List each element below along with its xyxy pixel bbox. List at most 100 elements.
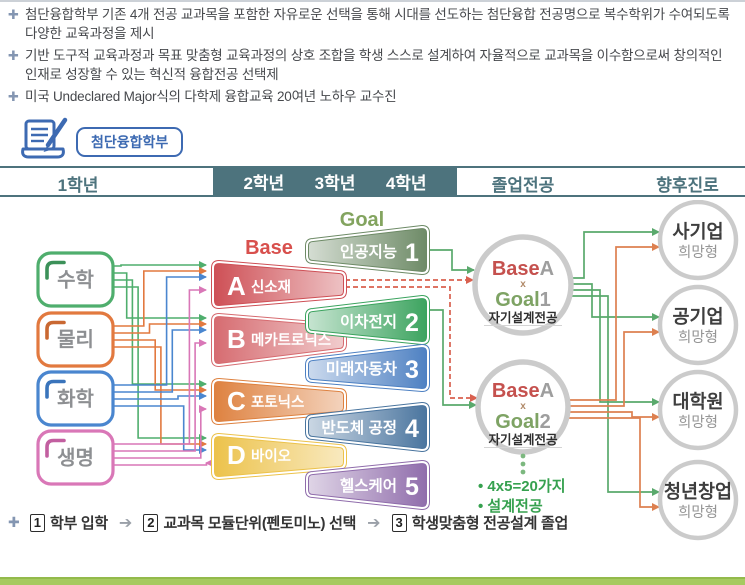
step-2-label: 교과목 모듈단위(펜토미노) 선택: [163, 515, 357, 532]
step-2-number: 2: [143, 513, 159, 532]
badge-label: 첨단융합학부: [76, 127, 184, 157]
outcome-gradschool-sub: 희망형: [678, 414, 718, 431]
subject-chemistry: 화학: [57, 388, 94, 411]
connector: [113, 261, 207, 269]
base-d-letter: D: [227, 440, 246, 470]
base-column-label: Base: [245, 237, 293, 259]
connector: [569, 295, 660, 496]
goal-1-num: 1: [405, 239, 419, 267]
ellipsis-dot: [520, 469, 526, 475]
intro-text: 기반 도구적 교육과정과 목표 맞춤형 교육과정의 상호 조합을 학생 스스로 …: [25, 48, 723, 82]
subject-physics: 물리: [57, 328, 94, 351]
connector: [113, 459, 213, 467]
outcome-circle-private: [657, 200, 739, 281]
module-shapes: [36, 225, 430, 510]
document-pen-icon: [21, 117, 68, 159]
bottom-accent-bar: [0, 577, 745, 585]
outcome-public-title: 공기업: [672, 306, 723, 327]
connector: [428, 249, 475, 274]
arrow-icon: ➔: [118, 514, 133, 532]
major-2-times: x: [520, 401, 526, 412]
connector: [570, 228, 660, 279]
base-module-inline: [212, 434, 346, 479]
connector: [570, 289, 660, 406]
connector-lines: [113, 228, 660, 511]
outcome-private-sub: 희망형: [678, 244, 718, 261]
subject-box: [36, 370, 115, 427]
major-circle-2: [475, 359, 571, 455]
goal-module-inline: [306, 226, 429, 274]
step-3-label: 학생맞춤형 전공설계 졸업: [411, 515, 569, 532]
major-1-sub: 자기설계전공: [488, 310, 558, 325]
connector: [113, 320, 207, 334]
major-2-base: BaseA: [492, 380, 554, 402]
process-steps: ✚ 1 학부 입학 ➔ 2 교과목 모듈단위(펜토미노) 선택 ➔ 3 학생맞춤…: [8, 512, 568, 533]
plus-bullet-icon: ✚: [8, 7, 19, 22]
connector: [113, 267, 207, 327]
major-2-goal: Goal2: [495, 411, 551, 433]
goal-5-label: 헬스케어: [340, 477, 397, 495]
note-designed-major: • 설계전공: [478, 498, 543, 515]
goal-module-inline: [306, 403, 429, 451]
corner-accent: [45, 379, 66, 399]
major-1-base: BaseA: [492, 258, 554, 280]
note-combinations: • 4x5=20가지: [478, 478, 566, 495]
base-d-label: 바이오: [251, 448, 291, 465]
connector: [113, 286, 207, 442]
base-c-label: 포토닉스: [251, 394, 304, 411]
major-2-sub: 자기설계전공: [488, 432, 558, 447]
intro-item: ✚ 기반 도구적 교육과정과 목표 맞춤형 교육과정의 상호 조합을 학생 스스…: [8, 46, 738, 84]
base-c-letter: C: [227, 386, 246, 416]
intro-text: 미국 Undeclared Major식의 다학제 융합교육 20여년 노하우 …: [25, 89, 397, 104]
connector: [113, 339, 207, 452]
plus-bullet-icon: ✚: [8, 514, 20, 530]
goal-module-inline: [306, 345, 429, 391]
intro-text: 첨단융합학부 기존 4개 전공 교과목을 포함한 자유로운 선택을 통해 시대를…: [25, 7, 730, 41]
subject-box: [36, 311, 115, 368]
outcome-circle-startup: [657, 459, 739, 541]
connector: [113, 392, 207, 400]
subject-math: 수학: [57, 269, 94, 292]
goal-2-label: 이차전지: [340, 313, 397, 331]
header-year4: 4학년: [385, 174, 427, 193]
step-1-label: 학부 입학: [49, 515, 108, 532]
connector: [345, 286, 478, 402]
connector: [571, 283, 660, 321]
goal-3-num: 3: [405, 356, 419, 384]
connector: [113, 273, 207, 386]
major-circle-1: [472, 234, 574, 336]
subject-box: [36, 251, 115, 308]
outcome-circle-public: [657, 284, 739, 366]
outcome-startup-sub: 희망형: [678, 504, 718, 521]
goal-column-label: Goal: [340, 209, 384, 231]
header-graduation-major: 졸업전공: [491, 176, 555, 195]
base-b-letter: B: [227, 324, 246, 354]
curriculum-diagram: Base Goal 수학 물리 화학 생명 A 신소재 B 메카트로닉스 C 포…: [36, 200, 739, 541]
ellipsis-dot: [520, 461, 526, 467]
header-year1: 1학년: [57, 176, 99, 195]
subject-biology: 생명: [57, 447, 94, 470]
plus-bullet-icon: ✚: [8, 89, 19, 104]
base-a-label: 신소재: [251, 279, 291, 296]
header-year3: 3학년: [314, 174, 356, 193]
corner-accent: [45, 260, 66, 280]
connector: [428, 309, 477, 409]
connector: [568, 328, 660, 407]
step-1-number: 1: [29, 513, 45, 532]
header-year2: 2학년: [243, 174, 285, 193]
connector: [113, 339, 207, 394]
step-3-number: 3: [391, 513, 407, 532]
outcome-gradschool-title: 대학원: [672, 391, 723, 412]
arrow-icon: ➔: [367, 514, 381, 532]
connector: [113, 286, 207, 445]
intro-item: ✚ 미국 Undeclared Major식의 다학제 융합교육 20여년 노하…: [8, 87, 738, 106]
base-module-inline: [212, 261, 346, 308]
corner-accent: [45, 320, 66, 340]
header-future-path: 향후진로: [656, 176, 719, 195]
outcome-private-title: 사기업: [672, 221, 723, 242]
goal-5-num: 5: [405, 473, 419, 501]
base-a-letter: A: [227, 271, 246, 301]
goal-module-inline: [306, 461, 429, 509]
major-1-goal: Goal1: [495, 289, 551, 311]
top-divider: [0, 0, 745, 2]
